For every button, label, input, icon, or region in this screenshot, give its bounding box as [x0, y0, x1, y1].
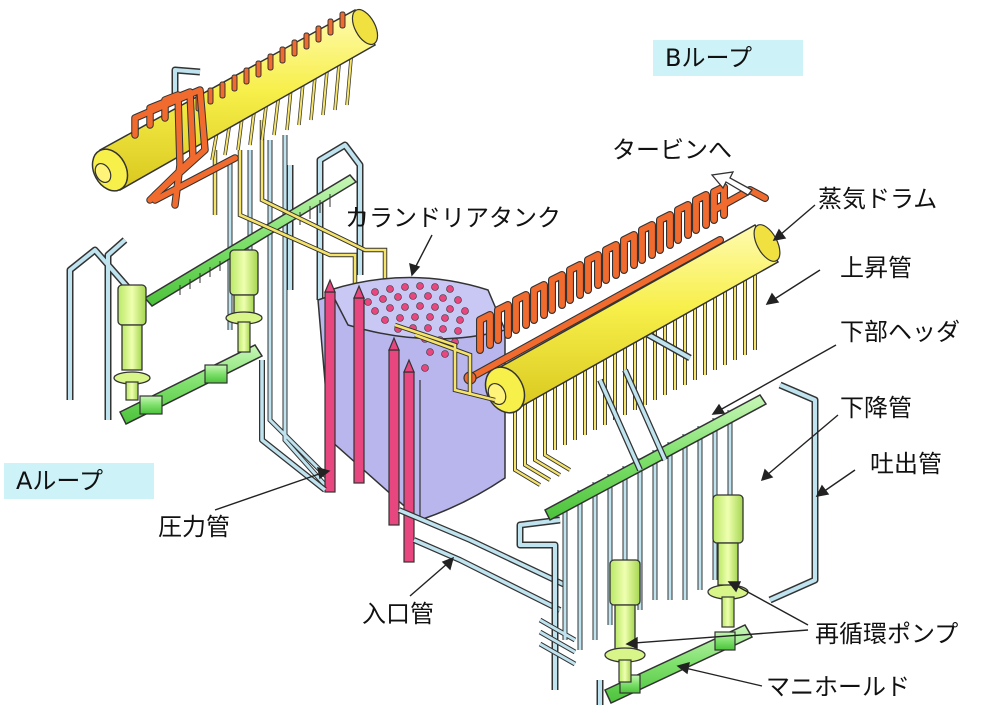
a-loop-assembly: [66, 8, 388, 487]
b-pump-1: [604, 559, 646, 683]
a-loop-manifold: [118, 344, 264, 426]
calandria-label: カランドリアタンク: [345, 204, 561, 232]
steam-drum-label: 蒸気ドラム: [818, 185, 938, 213]
b-loop-pumps: [604, 494, 749, 683]
b-loop-lower-header: [544, 394, 768, 522]
pressure-tube-label: 圧力管: [158, 513, 230, 541]
a-loop-steam-drum: [91, 8, 379, 192]
a-loop-lower-header: [143, 174, 358, 307]
b-loop-assembly: [394, 183, 819, 705]
riser-label: 上昇管: [840, 254, 912, 282]
leader-arrows: [214, 204, 856, 687]
a-loop-label: Aループ: [4, 463, 154, 499]
inlet-pipe-label: 入口管: [362, 600, 434, 628]
pressure-tubes: [324, 278, 415, 563]
recirculation-pump-label: 再循環ポンプ: [815, 620, 959, 648]
manifold-label: マニホールド: [766, 673, 910, 701]
lower-header-label: 下部ヘッダ: [840, 318, 960, 346]
turbine-label: タービンへ: [612, 136, 732, 164]
turbine-arrow: [710, 171, 753, 196]
b-pump-2: [707, 494, 749, 628]
downcomer-label: 下降管: [840, 394, 912, 422]
a-pump-1: [113, 284, 151, 401]
b-loop-steam-drum: [484, 223, 781, 414]
discharge-pipe-label: 吐出管: [870, 450, 942, 478]
a-pump-2: [225, 249, 263, 353]
b-loop-label: Bループ: [653, 40, 803, 76]
a-loop-pumps: [113, 249, 263, 401]
